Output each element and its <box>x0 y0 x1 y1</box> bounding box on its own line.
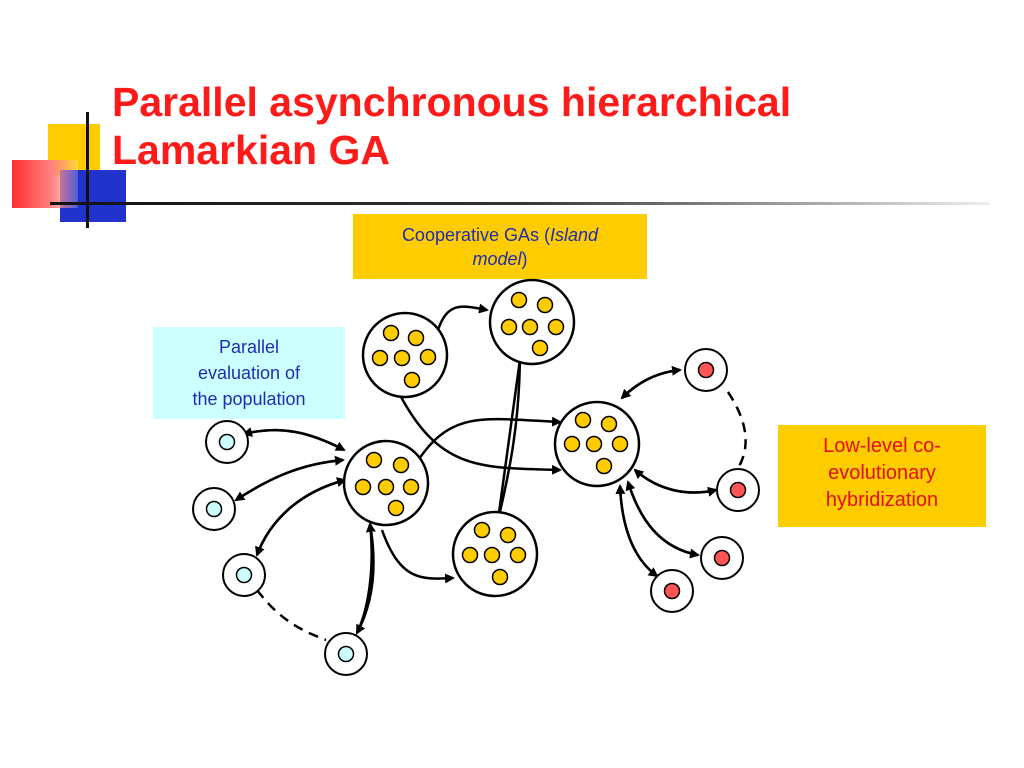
cooperative-label-line-1: Cooperative GAs (Island <box>401 225 599 245</box>
dashed-link <box>256 589 327 642</box>
island-left <box>342 439 430 527</box>
red-gradient-decoration <box>12 160 78 208</box>
hybrid-node <box>716 468 760 512</box>
migration-arrow <box>496 349 522 521</box>
migration-arrow <box>380 529 455 584</box>
low-level-hybridization-label: Low-level co- evolutionary hybridization <box>778 425 986 527</box>
title-line-2: Lamarkian GA <box>112 127 390 173</box>
island-center <box>553 400 641 488</box>
evaluation-arrow <box>235 455 345 502</box>
vertical-line-decoration <box>86 112 89 228</box>
parallel-evaluation-label: Parallel evaluation of the population <box>153 327 345 419</box>
hybridization-arrow <box>618 485 659 578</box>
hybridization-arrow <box>621 365 682 399</box>
evaluation-arrow <box>255 477 347 556</box>
evaluator-node <box>324 632 368 676</box>
title-line-1: Parallel asynchronous hierarchical <box>112 79 792 125</box>
evaluation-arrow <box>242 427 345 452</box>
cooperative-label-line-2: model) <box>472 249 528 269</box>
hybridization-arrow <box>615 484 658 578</box>
island-bottom <box>451 510 539 598</box>
hybridization-arrow <box>634 469 718 497</box>
evaluation-arrow <box>234 458 344 502</box>
slide-title: Parallel asynchronous hierarchical Lamar… <box>112 78 932 174</box>
evaluation-arrow <box>255 478 346 557</box>
evaluator-node <box>222 553 266 597</box>
hybridization-arrow <box>633 468 717 494</box>
evaluation-arrow <box>243 428 346 452</box>
hybrid-node <box>684 348 728 392</box>
island-top-left <box>361 311 449 399</box>
evaluator-node <box>192 487 236 531</box>
migration-arrow <box>413 416 562 466</box>
migration-arrow <box>398 394 562 475</box>
cooperative-gas-label: Cooperative GAs (Island model) <box>353 214 647 279</box>
evaluator-node <box>205 420 249 464</box>
hybrid-node <box>650 569 694 613</box>
hybridization-arrow <box>625 480 699 557</box>
evaluation-arrow <box>355 522 376 634</box>
dashed-link <box>726 391 747 469</box>
migration-arrow <box>496 350 525 521</box>
hybrid-node <box>700 536 744 580</box>
hybridization-arrow <box>620 368 681 400</box>
horizontal-line-decoration <box>50 202 990 205</box>
island-top <box>488 278 576 366</box>
